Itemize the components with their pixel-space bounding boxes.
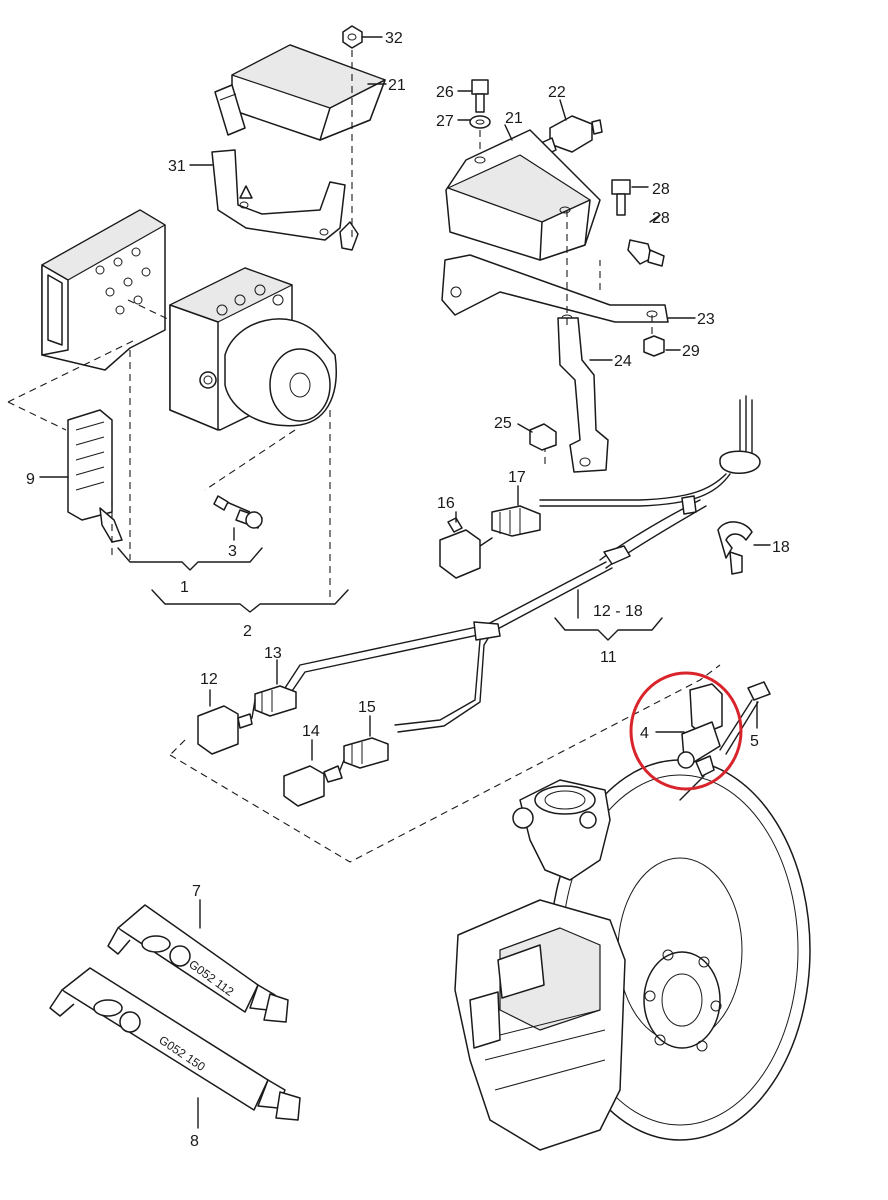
- bolt-28-upper[interactable]: [611, 179, 631, 216]
- connector-17[interactable]: [491, 505, 541, 537]
- label-7: 7: [192, 883, 201, 900]
- label-26: 26: [436, 84, 454, 101]
- label-11: 11: [600, 649, 617, 666]
- label-24: 24: [614, 353, 632, 370]
- label-28-upper: 28: [652, 181, 670, 198]
- control-unit-upper-left[interactable]: [214, 44, 386, 141]
- clip-18[interactable]: [717, 521, 753, 575]
- bolt-26[interactable]: [471, 79, 489, 113]
- label-21-right: 21: [505, 110, 523, 127]
- connector-13[interactable]: [254, 685, 297, 717]
- label-1: 1: [180, 579, 189, 596]
- label-23: 23: [697, 311, 715, 328]
- label-21-left: 21: [388, 77, 406, 94]
- sensor-12[interactable]: [197, 705, 253, 755]
- speed-sensor-4[interactable]: [677, 683, 723, 777]
- bolt-28-lower[interactable]: [627, 239, 665, 267]
- label-2: 2: [243, 623, 252, 640]
- label-17: 17: [508, 469, 526, 486]
- label-9: 9: [26, 471, 35, 488]
- grease-tube-8[interactable]: G052 150: [49, 967, 301, 1121]
- connector-15[interactable]: [343, 737, 389, 769]
- label-31: 31: [168, 158, 186, 175]
- label-range-12-18: 12 - 18: [593, 603, 643, 620]
- connector-9[interactable]: [67, 409, 123, 543]
- nut-32[interactable]: [342, 25, 363, 49]
- label-4: 4: [640, 725, 649, 742]
- sensor-14[interactable]: [283, 765, 343, 807]
- label-5: 5: [750, 733, 759, 750]
- label-3: 3: [228, 543, 237, 560]
- nut-25[interactable]: [529, 423, 557, 451]
- abs-control-module[interactable]: [41, 209, 166, 371]
- label-32: 32: [385, 30, 403, 47]
- bolt-3[interactable]: [213, 495, 263, 529]
- label-16: 16: [437, 495, 455, 512]
- hydraulic-unit[interactable]: [169, 267, 337, 431]
- label-15: 15: [358, 699, 376, 716]
- label-22: 22: [548, 84, 566, 101]
- label-25: 25: [494, 415, 512, 432]
- bracket-23[interactable]: [441, 254, 669, 323]
- label-29: 29: [682, 343, 700, 360]
- highlight-circle: [629, 671, 743, 791]
- bracket-24[interactable]: [557, 317, 609, 473]
- nut-29[interactable]: [643, 335, 665, 357]
- label-27: 27: [436, 113, 454, 130]
- wheel-bearing-housing[interactable]: [512, 779, 611, 881]
- washer-27[interactable]: [469, 115, 491, 129]
- label-13: 13: [264, 645, 282, 662]
- brake-caliper[interactable]: [454, 899, 626, 1151]
- label-12: 12: [200, 671, 218, 688]
- label-28-lower: 28: [652, 210, 670, 227]
- control-unit-21[interactable]: [445, 129, 601, 261]
- bracket-31[interactable]: [211, 149, 359, 251]
- bolt-5[interactable]: [719, 681, 771, 755]
- label-8: 8: [190, 1133, 199, 1150]
- sensor-16[interactable]: [439, 517, 481, 579]
- wiring-harness[interactable]: [284, 395, 761, 733]
- label-14: 14: [302, 723, 320, 740]
- label-18: 18: [772, 539, 790, 556]
